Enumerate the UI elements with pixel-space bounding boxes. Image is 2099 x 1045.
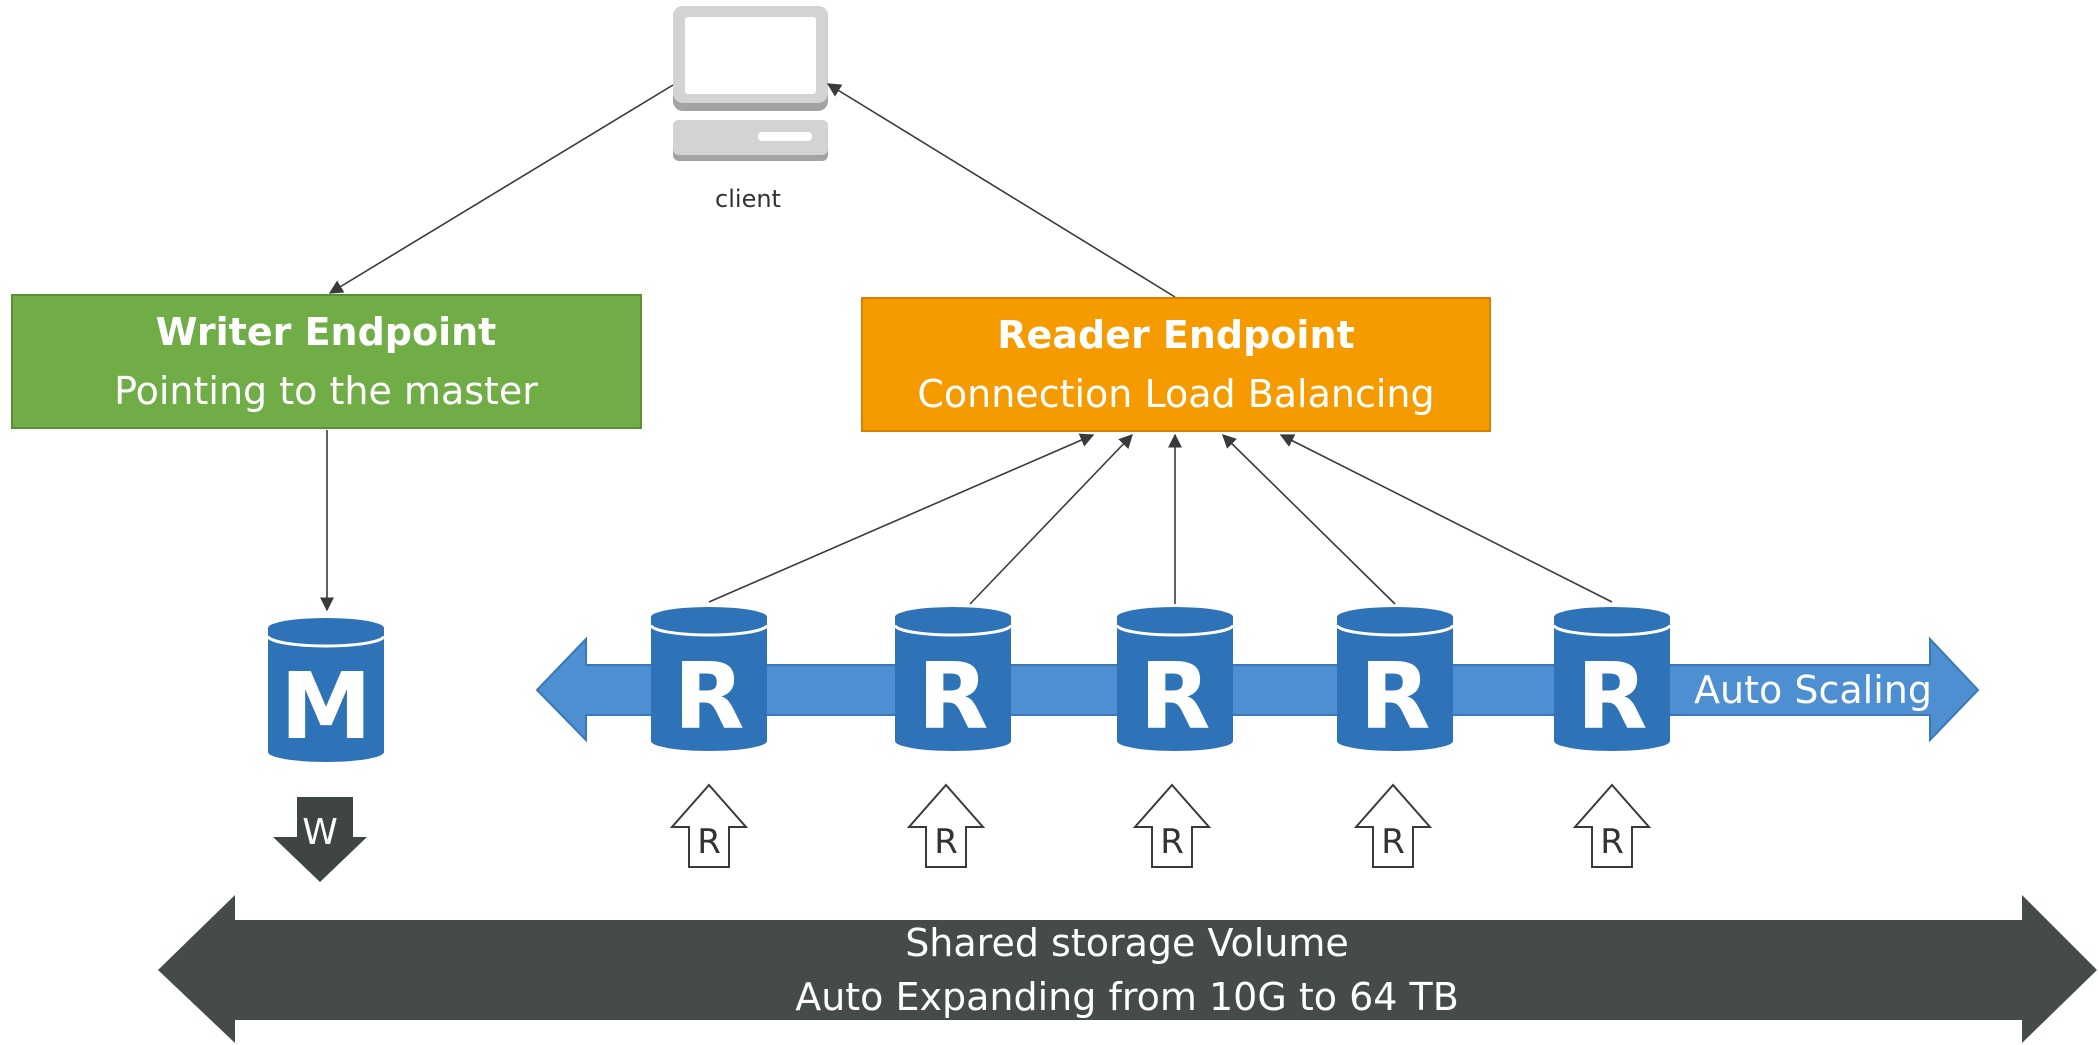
writer-endpoint-box: Writer Endpoint Pointing to the master <box>11 294 642 429</box>
replica-letter: R <box>674 643 745 750</box>
desktop-computer-icon <box>673 6 828 161</box>
connectors <box>320 83 1613 612</box>
read-label: R <box>1160 822 1184 862</box>
writer-endpoint-title: Writer Endpoint <box>156 310 497 354</box>
reader-endpoint-subtitle: Connection Load Balancing <box>917 372 1434 416</box>
database-cylinder-band <box>649 624 769 637</box>
database-cylinder-icon <box>651 617 767 751</box>
database-cylinder-icon <box>266 618 386 762</box>
client-label: client <box>715 185 781 213</box>
reader-endpoint-title: Reader Endpoint <box>997 313 1354 357</box>
auto-scaling-label: Auto Scaling <box>1694 668 1932 712</box>
replica-database: RR <box>893 607 1013 868</box>
replica-database: RR <box>1335 607 1455 868</box>
database-cylinder-icon <box>1337 617 1453 751</box>
database-cylinder-top <box>1554 607 1670 627</box>
database-cylinder-icon <box>1554 617 1670 751</box>
replica-1-to-reader-arrow <box>708 433 1095 603</box>
database-cylinder-icon <box>895 617 1011 751</box>
database-cylinder-band <box>1335 624 1455 637</box>
writer-endpoint-subtitle: Pointing to the master <box>114 369 538 413</box>
replica-5-to-reader-arrow <box>1279 434 1613 603</box>
client-node: client <box>673 6 828 213</box>
master-letter: M <box>280 653 372 760</box>
replica-letter: R <box>1577 643 1648 750</box>
reader-endpoint-box: Reader Endpoint Connection Load Balancin… <box>861 297 1491 432</box>
reader-to-client-arrow <box>826 83 1176 298</box>
database-cylinder-band <box>1552 624 1672 637</box>
read-label: R <box>1600 822 1624 862</box>
replica-database: RR <box>649 607 769 868</box>
client-to-writer-arrow <box>328 84 674 294</box>
database-cylinder-band <box>893 624 1013 637</box>
read-arrow-icon <box>1132 783 1212 868</box>
shared-storage-arrow: Shared storage Volume Auto Expanding fro… <box>158 895 2097 1043</box>
write-arrow-icon: W <box>273 797 367 882</box>
write-label: W <box>302 812 338 853</box>
master-database: M <box>266 618 386 762</box>
replica-database: RR <box>1552 607 1672 868</box>
replica-database: RR <box>1115 607 1235 868</box>
database-cylinder-top <box>1337 607 1453 627</box>
replica-letter: R <box>1140 643 1211 750</box>
database-cylinder-top <box>1117 607 1233 627</box>
replica-4-to-reader-arrow <box>1222 434 1396 605</box>
database-cylinder-band <box>1115 624 1235 637</box>
database-cylinder-top <box>895 607 1011 627</box>
read-label: R <box>934 822 958 862</box>
read-label: R <box>697 822 721 862</box>
read-label: R <box>1381 822 1405 862</box>
replica-letter: R <box>918 643 989 750</box>
replica-2-to-reader-arrow <box>969 433 1133 605</box>
database-cylinder-top <box>651 607 767 627</box>
read-arrow-icon <box>1353 783 1433 868</box>
database-cylinder-icon <box>1117 617 1233 751</box>
storage-line-2: Auto Expanding from 10G to 64 TB <box>795 975 1459 1019</box>
read-arrow-icon <box>669 783 749 868</box>
storage-line-1: Shared storage Volume <box>905 921 1349 965</box>
read-arrow-icon <box>1572 783 1652 868</box>
read-arrow-icon <box>906 783 986 868</box>
replica-letter: R <box>1360 643 1431 750</box>
